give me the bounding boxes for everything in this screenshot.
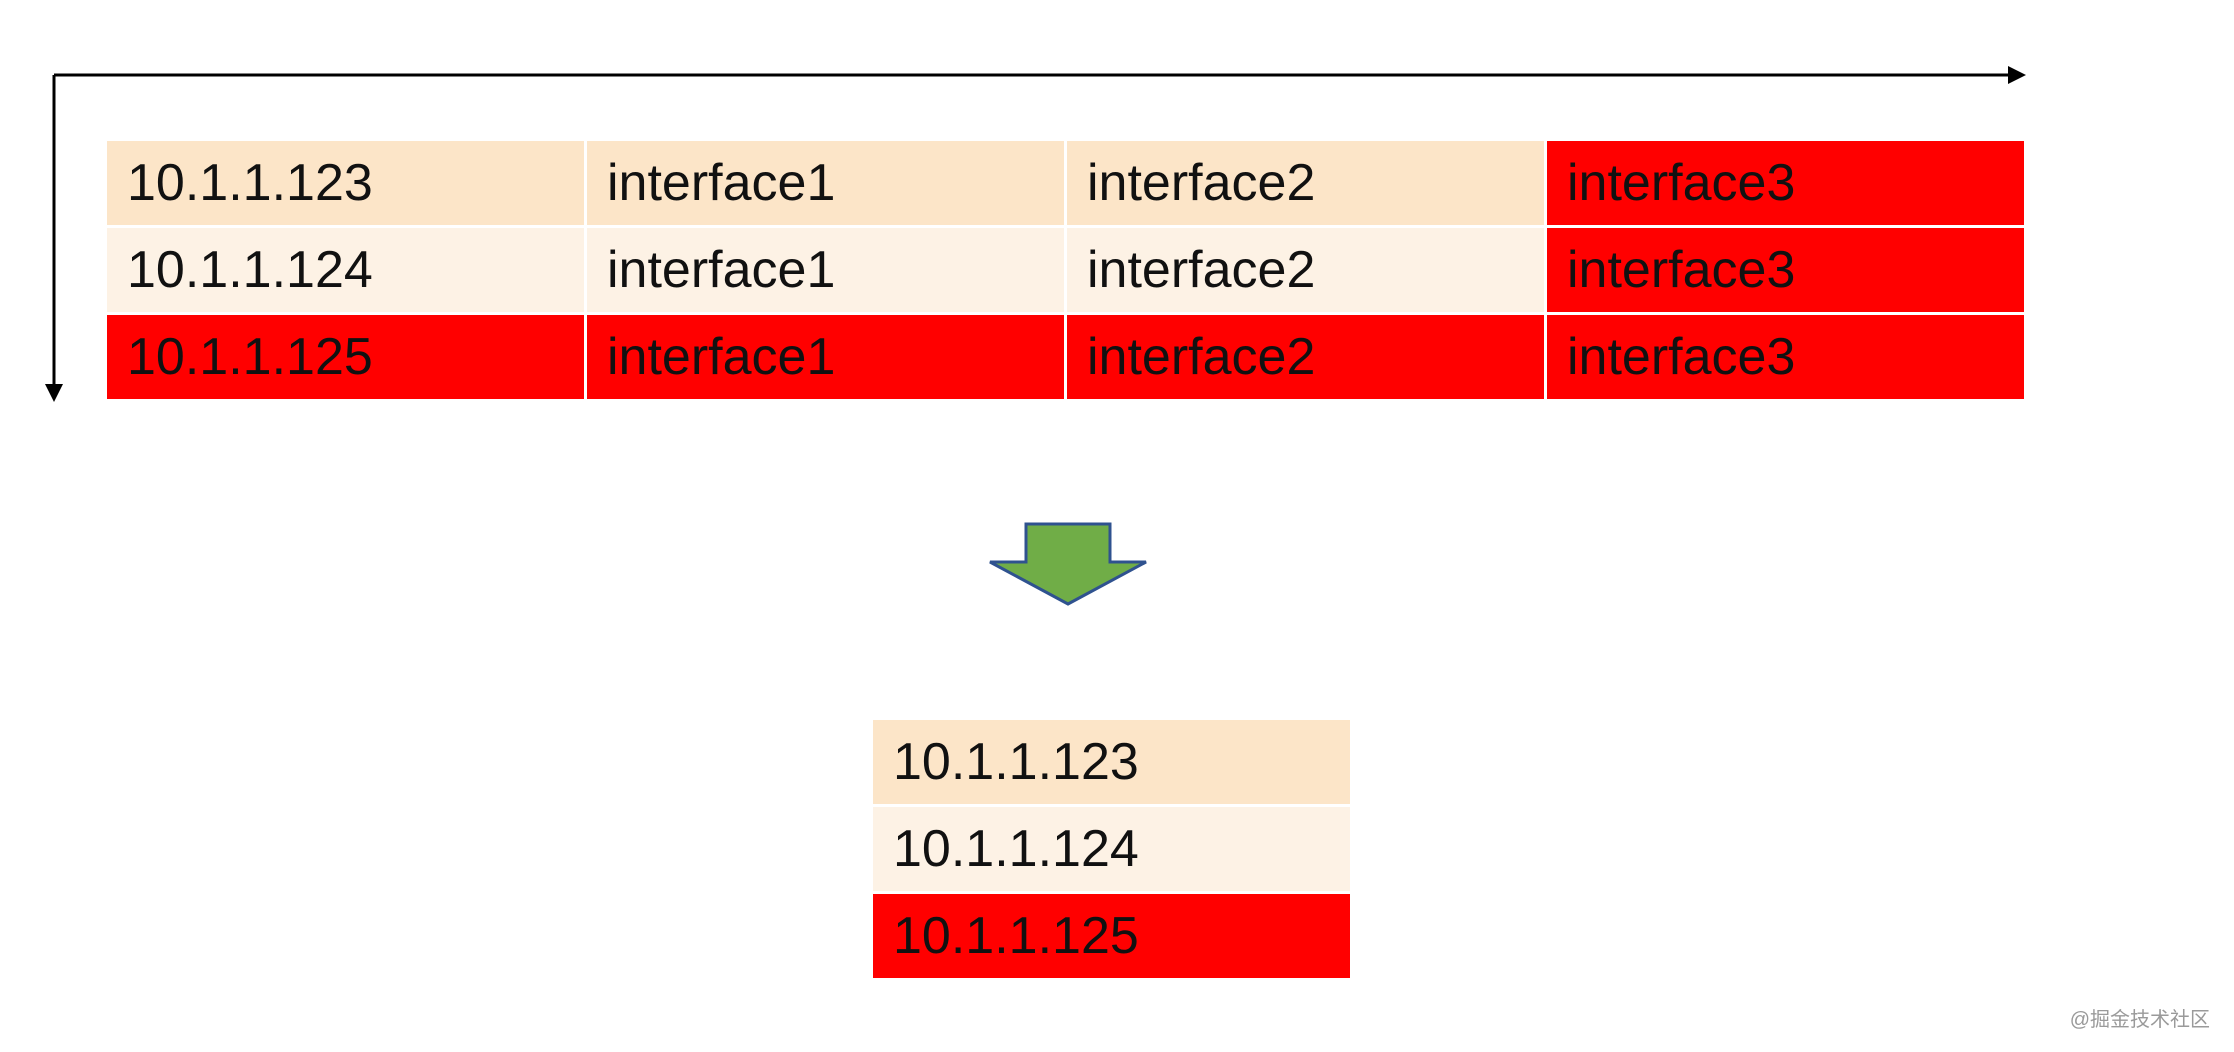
interface-cell: interface1 — [587, 228, 1064, 312]
ip-cell: 10.1.1.124 — [873, 807, 1350, 891]
vertical-axis-arrowhead — [45, 384, 63, 402]
interface-cell-highlighted: interface1 — [587, 315, 1064, 399]
ip-cell: 10.1.1.123 — [873, 720, 1350, 804]
interface-cell-highlighted: interface3 — [1547, 141, 2024, 225]
table-row: 10.1.1.124 — [873, 807, 1350, 891]
table-row: 10.1.1.124 interface1 interface2 interfa… — [107, 228, 2024, 312]
interface-cell: interface1 — [587, 141, 1064, 225]
interface-cell: interface2 — [1067, 141, 1544, 225]
interface-cell-highlighted: interface3 — [1547, 228, 2024, 312]
interface-table: 10.1.1.123 interface1 interface2 interfa… — [104, 138, 2027, 402]
interface-cell-highlighted: interface2 — [1067, 315, 1544, 399]
ip-cell-highlighted: 10.1.1.125 — [873, 894, 1350, 978]
horizontal-axis-arrowhead — [2008, 66, 2026, 84]
table-row: 10.1.1.125 — [873, 894, 1350, 978]
interface-cell-highlighted: interface3 — [1547, 315, 2024, 399]
watermark: @掘金技术社区 — [2069, 1009, 2210, 1031]
table-row: 10.1.1.125 interface1 interface2 interfa… — [107, 315, 2024, 399]
ip-result-table: 10.1.1.123 10.1.1.124 10.1.1.125 — [870, 717, 1353, 981]
ip-cell: 10.1.1.123 — [107, 141, 584, 225]
table-row: 10.1.1.123 — [873, 720, 1350, 804]
ip-cell: 10.1.1.124 — [107, 228, 584, 312]
ip-cell-highlighted: 10.1.1.125 — [107, 315, 584, 399]
interface-cell: interface2 — [1067, 228, 1544, 312]
table-row: 10.1.1.123 interface1 interface2 interfa… — [107, 141, 2024, 225]
down-arrow-icon — [989, 522, 1147, 606]
